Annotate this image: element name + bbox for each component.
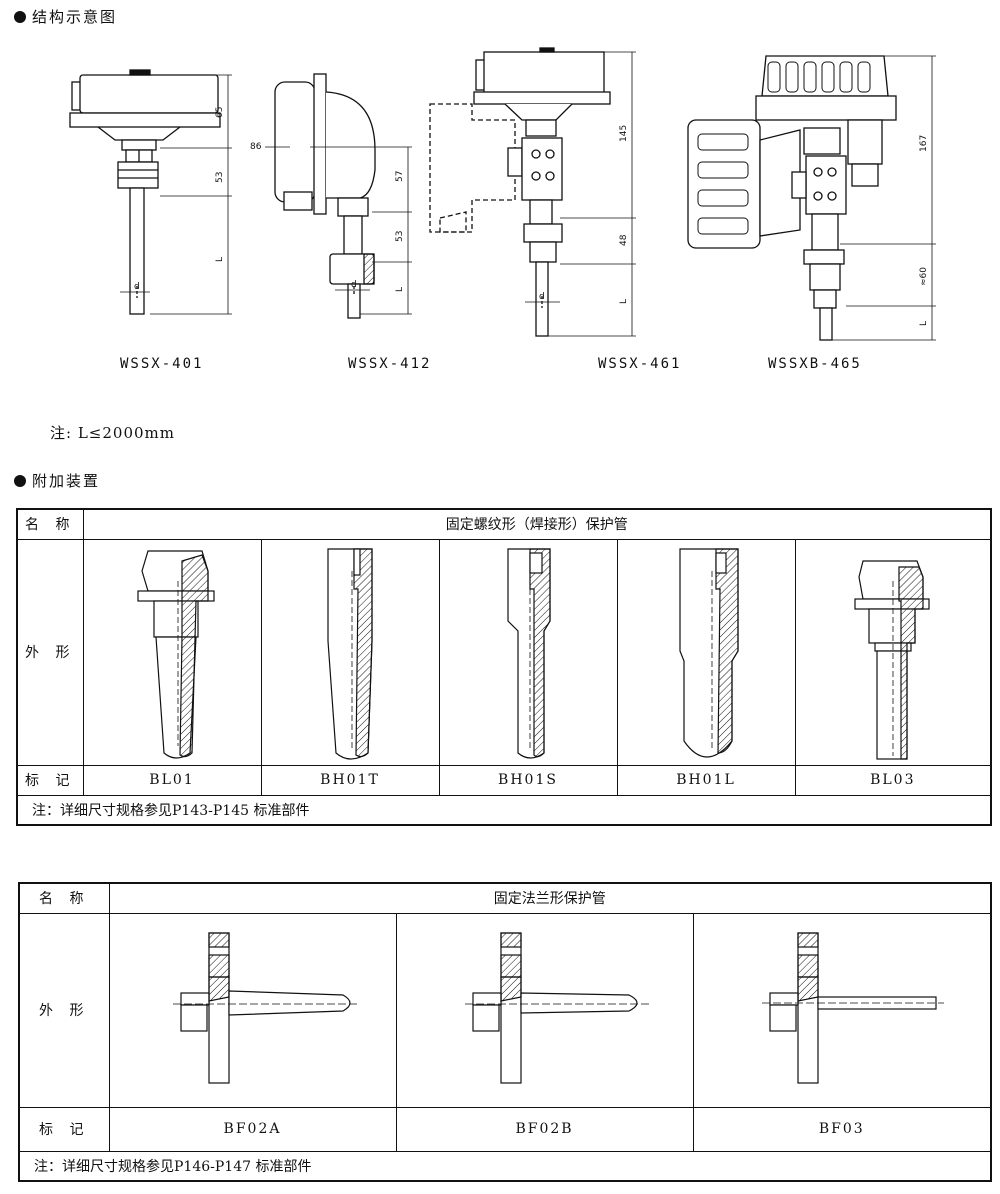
shape-bf02a	[108, 912, 397, 1108]
model-label-wssx-461: WSSX-461	[598, 356, 682, 372]
section-title-structure: 结构示意图	[14, 6, 117, 27]
dim-412-d: d	[351, 280, 357, 290]
code-bh01t: BH01T	[260, 764, 440, 796]
dim-401-L: L	[215, 257, 225, 262]
diagram-wssx-412	[265, 73, 412, 319]
bl01-drawing	[137, 550, 215, 759]
model-label-wssx-401: WSSX-401	[120, 356, 204, 372]
shape-bh01s	[438, 538, 618, 766]
table2-shape-label: 外 形	[18, 912, 110, 1108]
dim-461-d: d	[539, 292, 545, 302]
shape-bf02b	[395, 912, 694, 1108]
bh01t-drawing	[327, 548, 373, 760]
dim-461-48: 48	[619, 234, 629, 246]
dim-461-145: 145	[619, 125, 629, 142]
dim-465-L: L	[919, 321, 929, 326]
diagram-wssxb-465	[687, 55, 936, 341]
code-bh01l: BH01L	[616, 764, 796, 796]
shape-bh01l	[616, 538, 796, 766]
dim-412-L: L	[395, 287, 405, 292]
structure-diagrams: 65 53 L d 86 57 53 L d 145 48 L d 167 ≈6…	[69, 47, 936, 341]
table1-name-label: 名 称	[16, 508, 84, 540]
dim-401-53: 53	[215, 172, 225, 183]
code-bh01s: BH01S	[438, 764, 618, 796]
code-bf02a: BF02A	[108, 1106, 397, 1152]
diagram-wssx-461	[429, 47, 636, 337]
code-bf02b: BF02B	[395, 1106, 694, 1152]
table1-footnote: 注：详细尺寸规格参见P143-P145 标准部件	[16, 794, 992, 826]
table2-name-label: 名 称	[18, 882, 110, 914]
length-note: 注: L≤2000mm	[50, 424, 175, 442]
dim-465-60: ≈60	[919, 267, 929, 286]
bh01l-drawing	[679, 548, 739, 758]
shape-bf03	[692, 912, 992, 1108]
code-bf03: BF03	[692, 1106, 992, 1152]
dim-401-65: 65	[215, 107, 225, 118]
bullet-icon	[14, 475, 26, 487]
bf02b-drawing	[464, 932, 649, 1084]
bl03-drawing	[854, 560, 930, 760]
dim-465-167: 167	[919, 135, 929, 152]
shape-bl03	[794, 538, 992, 766]
table2-footnote: 注：详细尺寸规格参见P146-P147 标准部件	[18, 1150, 992, 1182]
code-bl03: BL03	[794, 764, 992, 796]
code-bl01: BL01	[82, 764, 262, 796]
table2-name-value: 固定法兰形保护管	[108, 882, 992, 914]
threaded-thermowell-table: 名 称 固定螺纹形（焊接形）保护管 外 形	[16, 508, 993, 826]
shape-bl01	[82, 538, 262, 766]
model-label-wssxb-465: WSSXB-465	[768, 356, 862, 372]
dim-461-L: L	[619, 299, 629, 304]
bf03-drawing	[761, 932, 944, 1084]
table1-mark-label: 标 记	[16, 764, 84, 796]
bf02a-drawing	[172, 932, 359, 1084]
flanged-thermowell-table: 名 称 固定法兰形保护管 外 形	[18, 882, 993, 1182]
bh01s-drawing	[507, 548, 551, 759]
section-title-accessories: 附加装置	[14, 470, 100, 491]
bullet-icon	[14, 11, 26, 23]
diagram-wssx-401	[69, 69, 232, 315]
table1-name-value: 固定螺纹形（焊接形）保护管	[82, 508, 992, 540]
table1-shape-label: 外 形	[16, 538, 84, 766]
shape-bh01t	[260, 538, 440, 766]
dim-412-53: 53	[395, 231, 405, 242]
dim-401-d: d	[134, 282, 140, 292]
dim-412-57: 57	[395, 171, 405, 182]
dim-412-86: 86	[250, 142, 262, 152]
table2-mark-label: 标 记	[18, 1106, 110, 1152]
model-label-wssx-412: WSSX-412	[348, 356, 432, 372]
